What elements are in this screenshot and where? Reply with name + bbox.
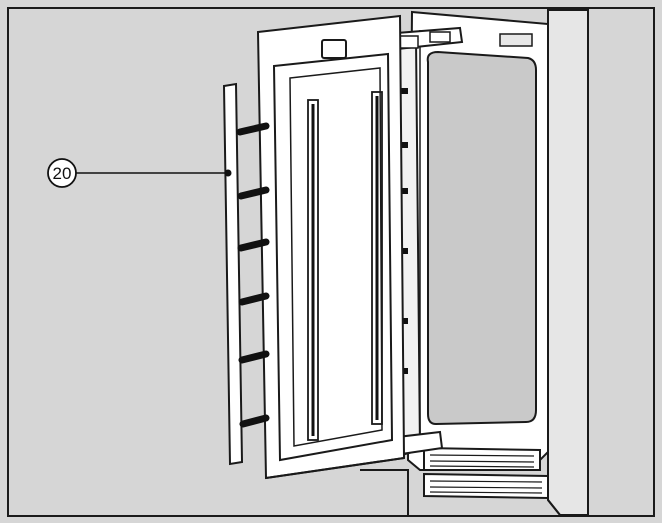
strip-bolt (239, 414, 270, 428)
strip-bolt (237, 186, 270, 200)
top-hinge (382, 26, 464, 52)
furniture-door (256, 14, 406, 480)
control-strip (499, 33, 533, 47)
appliance-body (360, 10, 549, 515)
cabinet-niche (547, 9, 589, 516)
strip-bolt (237, 238, 270, 252)
strip-fixing-point (398, 88, 408, 94)
strip-fixing-point (398, 142, 408, 148)
door-liner (272, 52, 394, 462)
door-channels (307, 91, 383, 441)
strip-bolt (238, 292, 270, 306)
fixing-strip (222, 82, 270, 466)
callout-20: 20 (47, 158, 232, 188)
ventilation-grille (423, 446, 549, 500)
fixing-strip-rail (222, 82, 244, 466)
door-clip (321, 39, 347, 59)
callout-number: 20 (53, 164, 72, 183)
callout-pointer-dot (224, 169, 232, 177)
strip-fixing-point (398, 188, 408, 194)
strip-bolt (236, 122, 270, 136)
strip-bolt (238, 350, 270, 364)
appliance-interior (426, 50, 537, 426)
figure-border (7, 7, 655, 517)
